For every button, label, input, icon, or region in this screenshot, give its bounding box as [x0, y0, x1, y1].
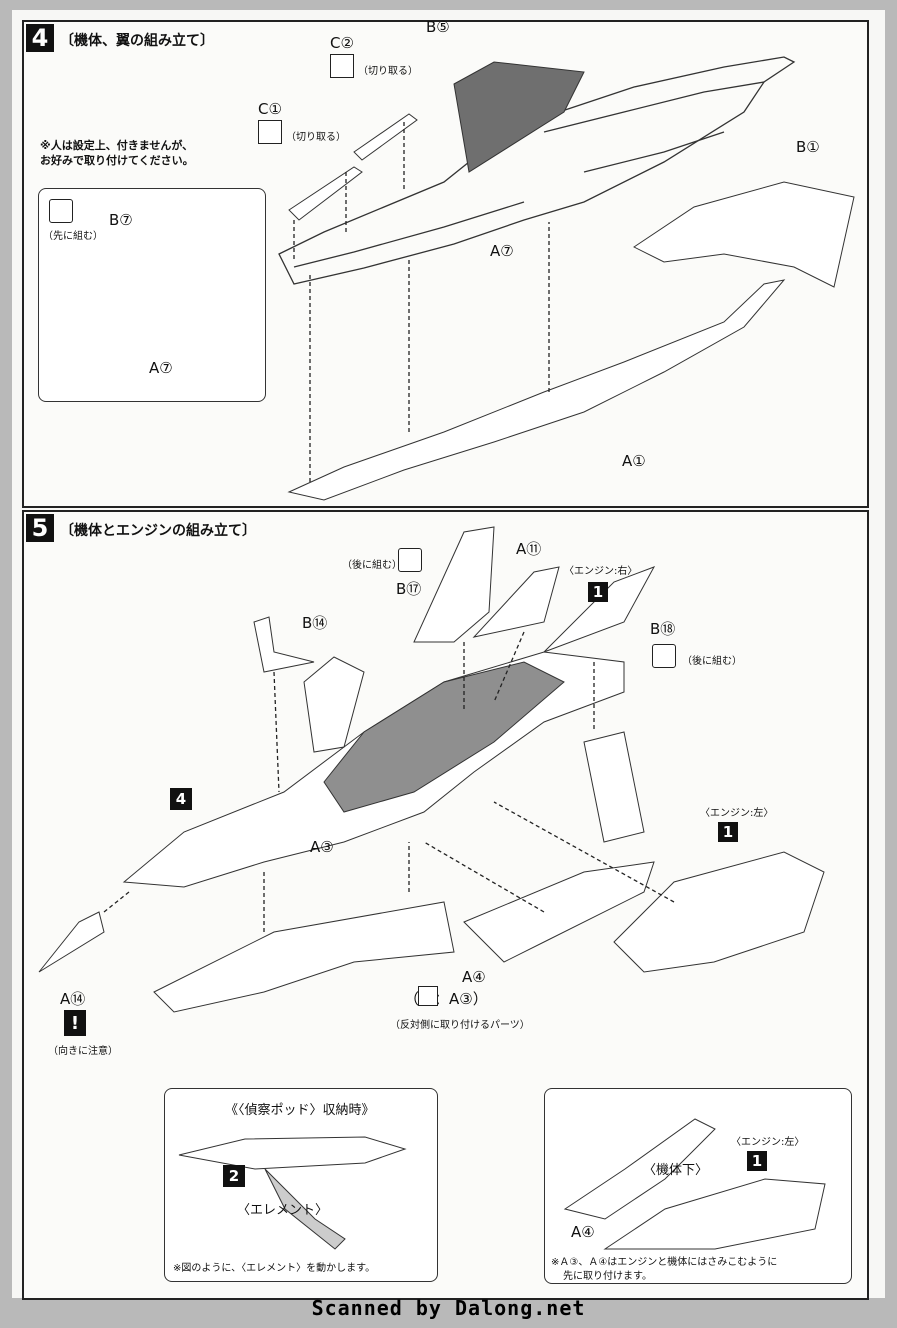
- step-5-panel: 5 〔機体とエンジンの組み立て〕 （後に組む）: [22, 510, 869, 1300]
- inset-step-ref-1: 1: [747, 1151, 767, 1171]
- nose-cone-a14-drawing: [38, 911, 105, 973]
- label-b5: B⑤: [426, 18, 450, 36]
- label-a3: A③: [310, 838, 334, 856]
- fin-b17-drawing: [413, 526, 495, 643]
- step-ref-1-right: 1: [588, 582, 608, 602]
- label-a1: A①: [622, 452, 646, 470]
- wing-fin-drawing: [303, 656, 365, 753]
- pre-assemble-icon: [49, 199, 73, 223]
- right-wing-drawing: [583, 731, 645, 843]
- engine-note-1: ※Ａ③、Ａ④はエンジンと機体にはさみこむように: [551, 1257, 778, 1268]
- step-ref-4: 4: [170, 788, 192, 810]
- assembly-arrows: [293, 122, 550, 482]
- recon-inset-title: 《〈偵察ポッド〉収納時》: [225, 1103, 375, 1118]
- label-a7: A⑦: [490, 242, 514, 260]
- crew-note: ※人は設定上、付きませんが、 お好みで取り付けてください。: [40, 139, 194, 167]
- label-a11: A⑪: [516, 540, 542, 558]
- label-a4: A④: [462, 968, 486, 986]
- pre-assemble-note: （先に組む）: [43, 231, 103, 242]
- step-4-number: 4: [26, 24, 54, 52]
- element-drawing: [264, 1168, 346, 1250]
- recon-inset-drawing: [178, 1136, 407, 1170]
- canopy-c2-drawing: [353, 113, 418, 161]
- recon-pod-inset: 《〈偵察ポッド〉収納時》 2 〈エレメント〉 ※図のように、〈エレメント〉を動か…: [164, 1088, 438, 1282]
- engine-left-label: 〈エンジン:左〉: [700, 808, 774, 819]
- label-b14: B⑭: [302, 614, 328, 632]
- element-label: 〈エレメント〉: [237, 1203, 329, 1218]
- label-c2: C②: [330, 34, 354, 52]
- label-a7-inset: A⑦: [149, 359, 173, 377]
- step-5-title: 〔機体とエンジンの組み立て〕: [60, 523, 256, 539]
- cut-note-c1: （切り取る）: [286, 132, 346, 143]
- engine-note-2: 先に取り付けます。: [563, 1271, 652, 1282]
- post-assemble-note-1: （後に組む）: [342, 560, 402, 571]
- shaded-engine-area: [323, 661, 565, 813]
- cut-icon-c2: [330, 54, 354, 78]
- recon-pod-drawing: [153, 901, 455, 1013]
- opposite-side-note: （反対側に取り付けるパーツ）: [390, 1020, 530, 1031]
- step-5-number: 5: [26, 514, 54, 542]
- label-a14: A⑭: [60, 990, 86, 1008]
- label-b17: B⑰: [396, 580, 422, 598]
- orientation-note: （向きに注意）: [48, 1046, 118, 1057]
- part-a4-drawing: [463, 861, 655, 963]
- label-b18: B⑱: [650, 620, 676, 638]
- engine-left-inset: 〈機体下〉 〈エンジン:左〉 1 A④ ※Ａ③、Ａ④はエンジンと機体にはさみこむ…: [544, 1088, 852, 1284]
- part-b14-drawing: [253, 616, 315, 673]
- cut-note-c2: （切り取る）: [358, 66, 418, 77]
- lower-fuselage-a1-drawing: [287, 279, 786, 501]
- label-b7: B⑦: [109, 211, 133, 229]
- tail-fin-drawing: [453, 61, 585, 173]
- recon-note: ※図のように、〈エレメント〉を動かします。: [173, 1263, 376, 1274]
- lower-body-drawing: [563, 1118, 716, 1220]
- label-c1: C①: [258, 100, 282, 118]
- symmetric-part-icon: [418, 986, 438, 1006]
- step-4-panel: 4 〔機体、翼の組み立て〕 C② （切り取る） B⑤ C①: [22, 18, 869, 508]
- label-a4-inset: A④: [571, 1223, 595, 1241]
- cockpit-inset: （先に組む） B⑦ A⑦: [38, 188, 266, 402]
- a4-alt-label: （ ：A③）: [404, 990, 488, 1008]
- step-4-title: 〔機体、翼の組み立て〕: [60, 33, 214, 49]
- lower-body-label: 〈機体下〉: [643, 1163, 709, 1178]
- part-a11-drawing: [472, 566, 560, 638]
- scan-credit: Scanned by Dalong.net: [311, 1296, 586, 1320]
- assembly-arrows-5: [103, 631, 675, 932]
- engine-right-drawing: [543, 566, 656, 653]
- step-5-drawing: [38, 526, 825, 1013]
- engine-left-drawing: [613, 851, 825, 973]
- post-assemble-note-2: （後に組む）: [682, 656, 742, 667]
- step-ref-2: 2: [223, 1165, 245, 1187]
- canopy-c1-drawing: [288, 166, 363, 221]
- wing-b1-drawing: [633, 181, 855, 288]
- post-assemble-icon-2: [652, 644, 676, 668]
- engine-right-label: 〈エンジン:右〉: [564, 566, 638, 577]
- post-assemble-icon-1: [398, 548, 422, 572]
- label-b1: B①: [796, 138, 820, 156]
- inset-engine-left-label: 〈エンジン:左〉: [731, 1137, 805, 1148]
- inset-engine-drawing: [603, 1178, 826, 1250]
- step-ref-1-left: 1: [718, 822, 738, 842]
- caution-icon: !: [64, 1010, 86, 1036]
- cut-icon-c1: [258, 120, 282, 144]
